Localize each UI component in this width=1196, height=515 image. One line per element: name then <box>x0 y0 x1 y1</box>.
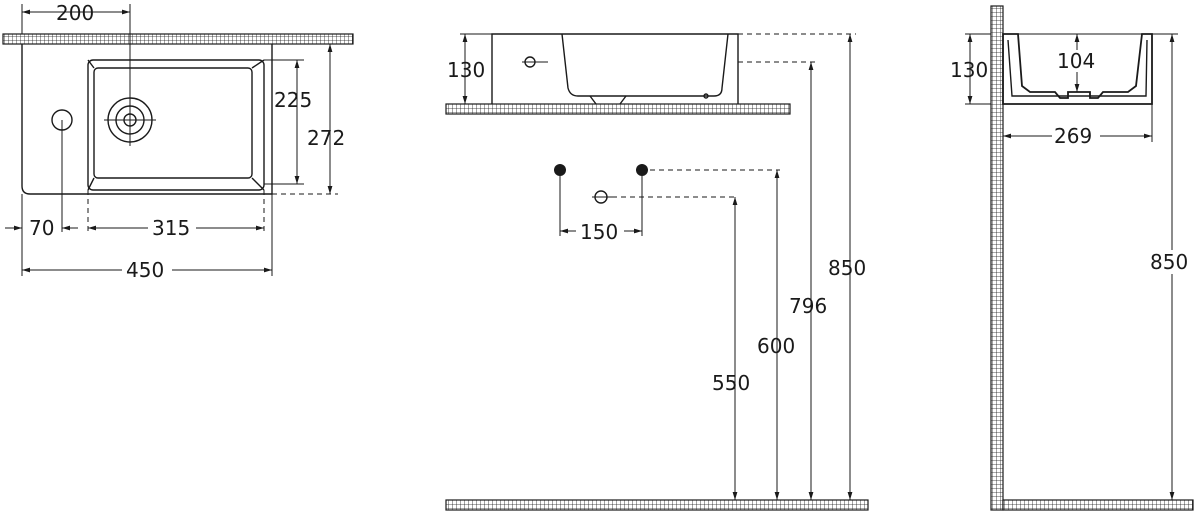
side-dim-850-label: 850 <box>1150 250 1188 274</box>
top-view-bowl-outer <box>87 59 265 191</box>
dim-450-label: 450 <box>126 258 164 282</box>
front-view-countertop <box>445 103 791 115</box>
side-view-floor <box>1002 499 1194 511</box>
front-dim-130-label: 130 <box>447 58 485 82</box>
top-view-countertop <box>2 33 354 45</box>
front-view-floor <box>445 499 869 511</box>
side-dim-269-label: 269 <box>1054 124 1092 148</box>
top-view-basin-outline <box>21 44 273 195</box>
front-dim-850-label: 850 <box>828 256 866 280</box>
front-dim-600-label: 600 <box>757 334 795 358</box>
top-view: 200 225 272 70 315 450 <box>2 1 354 282</box>
dim-225-label: 225 <box>274 88 312 112</box>
dim-315-label: 315 <box>152 216 190 240</box>
water-supply-left-icon <box>554 164 566 176</box>
front-view-basin-outline <box>491 33 739 104</box>
side-dim-104-label: 104 <box>1057 49 1095 73</box>
front-view: 130 150 550 600 796 850 <box>445 33 869 511</box>
front-dim-550-label: 550 <box>712 371 750 395</box>
water-supply-right-icon <box>636 164 648 176</box>
dim-70-label: 70 <box>29 216 54 240</box>
front-dim-796-label: 796 <box>789 294 827 318</box>
dim-272-label: 272 <box>307 126 345 150</box>
front-dim-150-label: 150 <box>580 220 618 244</box>
side-view-wall <box>990 5 1004 511</box>
top-view-bowl-inner <box>93 67 253 179</box>
drain-icon <box>104 94 156 146</box>
side-view: 130 104 269 850 <box>950 5 1196 511</box>
dim-200-label: 200 <box>56 1 94 25</box>
side-dim-130-label: 130 <box>950 58 988 82</box>
